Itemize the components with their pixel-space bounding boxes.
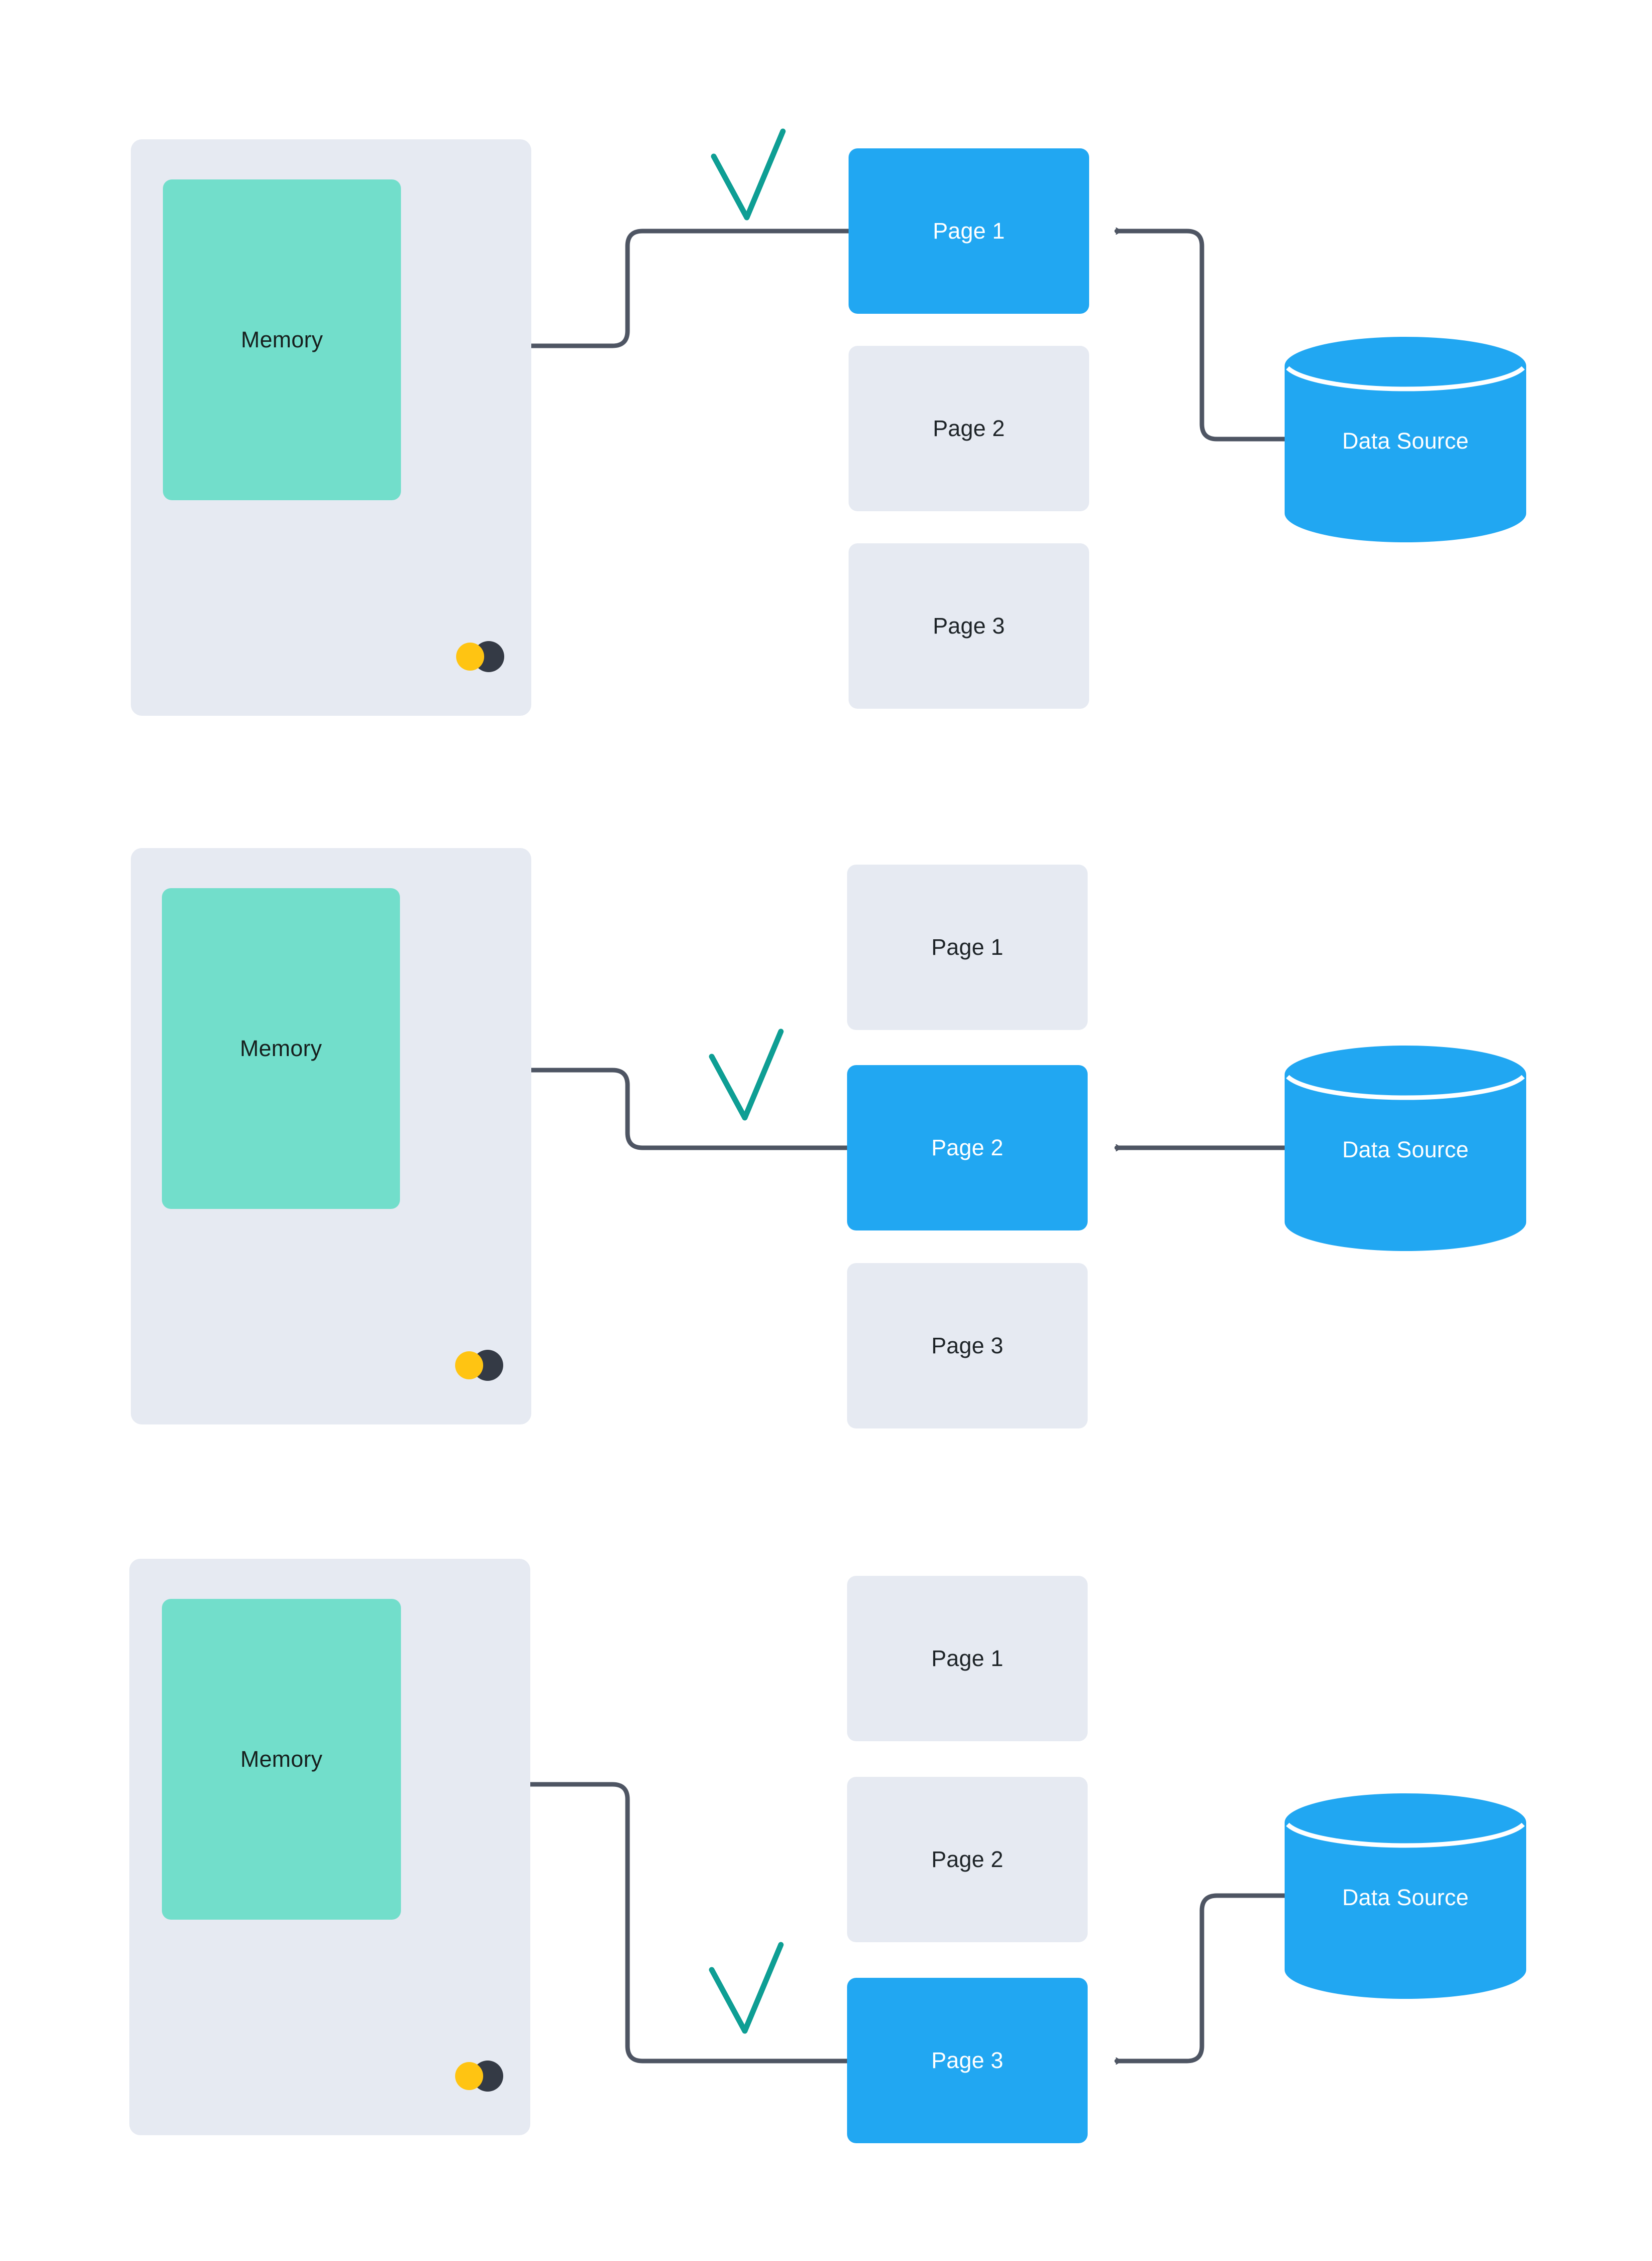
memory-block-step2: Memory	[162, 888, 400, 1209]
page-label: Page 2	[931, 1846, 1003, 1872]
check-icon-step2	[709, 1029, 784, 1121]
page-box-step2-page2[interactable]: Page 2	[847, 1065, 1088, 1230]
data-source-cylinder-step2[interactable]: Data Source	[1285, 1046, 1526, 1251]
page-box-step3-page2[interactable]: Page 2	[847, 1777, 1088, 1942]
page-box-step2-page3[interactable]: Page 3	[847, 1263, 1088, 1428]
page-label: Page 3	[931, 1333, 1003, 1358]
page-label: Page 1	[931, 1646, 1003, 1671]
wire-datasource-to-page1	[1114, 231, 1287, 442]
memory-block-step1: Memory	[163, 179, 401, 500]
page-label: Page 2	[933, 416, 1005, 441]
page-label: Page 3	[933, 613, 1005, 639]
page-box-step3-page3[interactable]: Page 3	[847, 1978, 1088, 2143]
memory-label: Memory	[241, 327, 323, 352]
page-box-step3-page1[interactable]: Page 1	[847, 1576, 1088, 1741]
check-icon-step3	[709, 1942, 784, 2034]
memory-block-step3: Memory	[162, 1599, 401, 1920]
wire-datasource-to-page3	[1114, 1893, 1287, 2061]
page-box-step1-page3[interactable]: Page 3	[849, 543, 1089, 709]
page-box-step1-page1[interactable]: Page 1	[849, 148, 1089, 314]
data-source-cylinder-step1[interactable]: Data Source	[1285, 337, 1526, 542]
memory-label: Memory	[240, 1746, 323, 1772]
check-icon-step1	[711, 128, 786, 221]
page-label: Page 3	[931, 2047, 1003, 2073]
brand-logo-icon	[447, 1341, 517, 1389]
page-label: Page 1	[933, 218, 1005, 244]
page-label: Page 2	[931, 1135, 1003, 1160]
page-box-step1-page2[interactable]: Page 2	[849, 346, 1089, 511]
data-source-cylinder-step3[interactable]: Data Source	[1285, 1793, 1526, 1999]
data-source-label: Data Source	[1342, 428, 1469, 454]
brand-logo-icon	[448, 633, 518, 681]
brand-logo-icon	[447, 2052, 517, 2100]
page-label: Page 1	[931, 934, 1003, 960]
data-source-label: Data Source	[1342, 1137, 1469, 1162]
page-box-step2-page1[interactable]: Page 1	[847, 865, 1088, 1030]
memory-label: Memory	[240, 1036, 322, 1061]
data-source-label: Data Source	[1342, 1885, 1469, 1910]
